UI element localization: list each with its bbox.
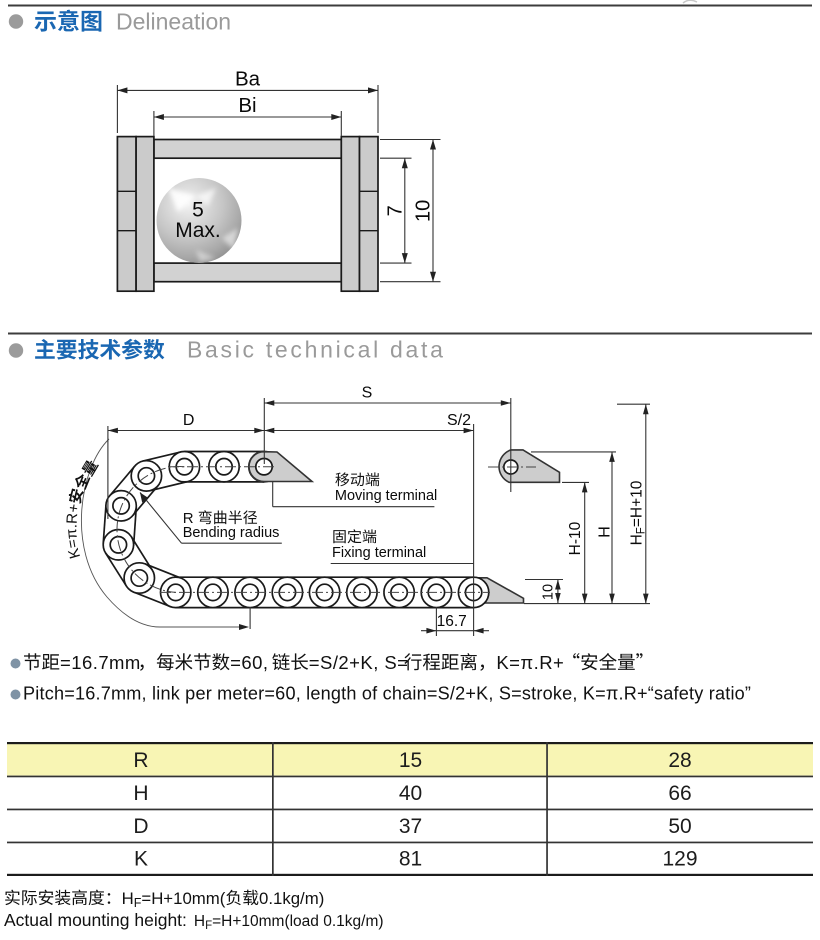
svg-text:.: . (64, 524, 81, 528)
svg-text:Pitch=16.7mm, link per meter=6: Pitch=16.7mm, link per meter=60, length … (23, 684, 751, 704)
svg-text:D: D (183, 412, 195, 429)
svg-text:H: H (122, 889, 134, 908)
svg-text:Bending radius: Bending radius (183, 525, 280, 541)
svg-text:H: H (597, 526, 614, 538)
svg-text:10: 10 (413, 200, 435, 222)
svg-text:R: R (64, 512, 82, 524)
svg-text:16.7: 16.7 (437, 613, 467, 630)
svg-text:S/2: S/2 (447, 412, 471, 429)
svg-text:0.1kg/m): 0.1kg/m) (259, 889, 324, 908)
svg-text:=H+10mm(: =H+10mm( (141, 889, 225, 908)
svg-text:K=π.R+: K=π.R+ (496, 652, 564, 673)
svg-text:66: 66 (668, 782, 691, 805)
svg-text:S: S (362, 385, 373, 402)
svg-text:28: 28 (668, 749, 691, 772)
svg-text:π: π (63, 528, 81, 540)
svg-text:37: 37 (399, 815, 422, 838)
svg-text:K: K (134, 848, 148, 871)
svg-text:Moving terminal: Moving terminal (335, 488, 437, 504)
svg-text:40: 40 (399, 782, 422, 805)
svg-text:F: F (205, 920, 212, 932)
svg-text:Bi: Bi (238, 94, 256, 117)
svg-text:Fixing terminal: Fixing terminal (332, 545, 426, 561)
svg-text:R: R (133, 749, 148, 772)
svg-text:D: D (133, 815, 148, 838)
svg-text:=: = (64, 538, 82, 550)
svg-text:R: R (183, 510, 194, 527)
svg-text:H: H (133, 782, 148, 805)
svg-text:15: 15 (399, 749, 422, 772)
svg-text:50: 50 (668, 815, 691, 838)
svg-text:HF=H+10: HF=H+10 (629, 480, 648, 545)
svg-text:Ba: Ba (235, 68, 261, 91)
svg-text:H-10: H-10 (567, 521, 584, 555)
svg-text:=16.7mm: =16.7mm (60, 652, 141, 673)
svg-text:K: K (65, 546, 84, 560)
svg-text:Delineation: Delineation (116, 9, 231, 35)
svg-text:7: 7 (385, 205, 407, 216)
svg-text:Max.: Max. (175, 219, 221, 242)
svg-text:81: 81 (399, 848, 422, 871)
svg-text:=S/2+K, S=: =S/2+K, S= (309, 652, 409, 673)
svg-text:5: 5 (192, 199, 204, 222)
svg-text:F: F (134, 896, 142, 910)
svg-text:=60,: =60, (230, 652, 274, 673)
svg-text:+: + (65, 502, 83, 514)
svg-text:10: 10 (540, 584, 556, 600)
svg-text:Basic technical data: Basic technical data (187, 337, 446, 363)
svg-text:=H+10mm(load 0.1kg/m): =H+10mm(load 0.1kg/m) (212, 913, 383, 930)
svg-text:Actual mounting height:: Actual mounting height: (4, 910, 187, 930)
svg-text:H: H (194, 913, 205, 930)
svg-text:129: 129 (662, 848, 697, 871)
